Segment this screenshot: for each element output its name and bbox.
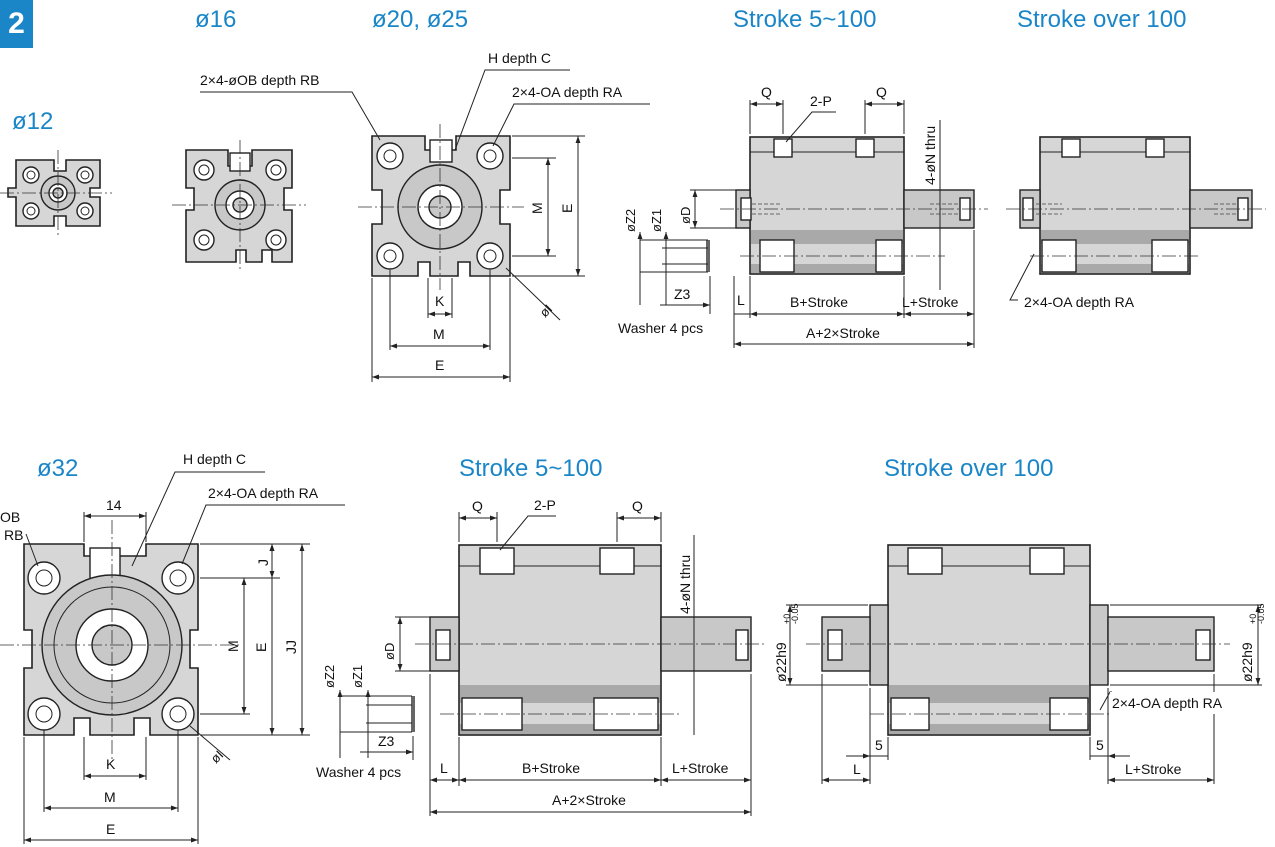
label-k-bottom: K: [106, 756, 116, 772]
header-stroke-long-top: Stroke over 100: [1017, 6, 1187, 33]
label-phi-l-bottom: øI: [208, 747, 227, 766]
label-l-stroke-top: L+Stroke: [902, 294, 959, 310]
label-tol-left: ø22h9: [773, 642, 789, 682]
label-l-top: L: [737, 292, 745, 308]
label-m-top: M: [433, 326, 445, 342]
label-d-bottom: øD: [382, 643, 397, 660]
header-d32: ø32: [37, 455, 79, 482]
label-b-stroke-bottom: B+Stroke: [522, 760, 580, 776]
label-jj-bottom: JJ: [283, 640, 299, 654]
label-e-bottom: E: [106, 821, 115, 837]
label-q-right-top: Q: [876, 84, 887, 100]
label-l-bottom: L: [440, 760, 448, 776]
header-d20-d25: ø20, ø25: [372, 6, 469, 33]
label-oa-depth-long-bottom: 2×4-OA depth RA: [1112, 695, 1223, 711]
section-number-badge: 2: [0, 0, 33, 48]
label-five-left: 5: [875, 737, 883, 753]
label-h-depth-top: H depth C: [488, 50, 551, 66]
d20-d25-end-view: [200, 69, 650, 382]
label-m-vertical-top: M: [529, 202, 545, 214]
label-b-stroke-top: B+Stroke: [790, 294, 848, 310]
header-d16: ø16: [195, 6, 237, 33]
label-e-top: E: [435, 357, 444, 373]
label-a-stroke-top: A+2×Stroke: [806, 325, 880, 341]
d12-end-view: [0, 150, 112, 236]
label-z1-bottom: øZ1: [350, 665, 365, 688]
label-ob-bottom: OB: [0, 509, 20, 525]
label-z3-bottom: Z3: [378, 733, 395, 749]
label-rb-bottom: RB: [4, 527, 23, 543]
label-z1-top: øZ1: [649, 209, 664, 232]
label-oa-depth-long-top: 2×4-OA depth RA: [1024, 294, 1135, 310]
label-q-right-bottom: Q: [632, 498, 643, 514]
label-l-stroke-long-bottom: L+Stroke: [1125, 761, 1182, 777]
label-phi-l-top: øI: [537, 301, 556, 320]
label-n-thru-top: 4-øN thru: [922, 126, 938, 185]
label-washer-top: Washer 4 pcs: [618, 320, 703, 336]
label-tol-upper-left: +0: [782, 614, 792, 624]
d16-end-view: [172, 140, 306, 272]
label-oa-depth-top: 2×4-OA depth RA: [512, 84, 623, 100]
label-l-stroke-bottom: L+Stroke: [672, 760, 729, 776]
label-n-thru-bottom: 4-øN thru: [677, 555, 693, 614]
label-d-top: øD: [678, 207, 693, 224]
bottom-long-stroke-side-view: [786, 544, 1262, 784]
label-tol-upper-right: +0: [1248, 614, 1258, 624]
label-a-stroke-bottom: A+2×Stroke: [552, 792, 626, 808]
label-k-top: K: [435, 293, 445, 309]
label-j-bottom: J: [255, 559, 271, 566]
label-m-vertical-bottom: M: [225, 640, 241, 652]
label-e-vertical-bottom: E: [253, 643, 269, 652]
header-d12: ø12: [12, 108, 54, 135]
label-five-right: 5: [1096, 737, 1104, 753]
header-stroke-short-bottom: Stroke 5~100: [459, 455, 603, 482]
label-q-left-top: Q: [761, 84, 772, 100]
label-fourteen: 14: [106, 497, 122, 513]
label-m-bottom: M: [104, 789, 116, 805]
label-2p-top: 2-P: [810, 93, 832, 109]
top-short-stroke-side-view: [637, 100, 988, 348]
d32-end-view: [0, 471, 345, 844]
header-stroke-long-bottom: Stroke over 100: [884, 455, 1054, 482]
label-tol-lower-left: -0.05: [790, 603, 800, 624]
label-z2-bottom: øZ2: [322, 665, 337, 688]
label-e-vertical-top: E: [559, 204, 575, 213]
label-tol-right: ø22h9: [1239, 642, 1255, 682]
label-tol-lower-right: -0.05: [1256, 603, 1266, 624]
label-oa-depth-bottom: 2×4-OA depth RA: [208, 485, 319, 501]
bottom-short-stroke-side-view: [337, 512, 765, 816]
label-h-depth-bottom: H depth C: [183, 451, 246, 467]
label-l-long-bottom: L: [853, 761, 861, 777]
label-q-left-bottom: Q: [472, 498, 483, 514]
label-washer-bottom: Washer 4 pcs: [316, 764, 401, 780]
label-2p-bottom: 2-P: [534, 497, 556, 513]
top-long-stroke-side-view: [1006, 136, 1266, 301]
header-stroke-short-top: Stroke 5~100: [733, 6, 877, 33]
label-z3-top: Z3: [674, 286, 691, 302]
label-ob-depth-top: 2×4-øOB depth RB: [200, 72, 319, 88]
label-z2-top: øZ2: [623, 209, 638, 232]
